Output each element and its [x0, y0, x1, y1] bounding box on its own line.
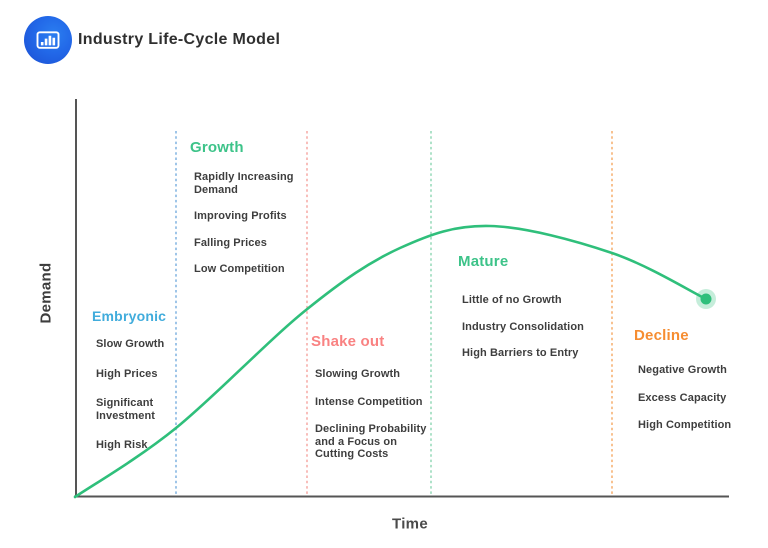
phase-item: High Barriers to Entry	[462, 347, 579, 359]
x-axis-label: Time	[392, 515, 428, 533]
phase-title-mature: Mature	[458, 253, 509, 270]
phase-item: Low Competition	[194, 263, 285, 275]
phase-item: Slow Growth	[96, 338, 165, 350]
app-logo	[24, 16, 72, 64]
phase-item: High Prices	[96, 367, 158, 380]
demand-curve	[73, 224, 708, 499]
curve-endpoint-dot	[700, 293, 712, 305]
phase-decline: Decline Negative Growth Excess Capacity …	[634, 327, 736, 447]
phase-item: Declining Probability and a Focus on Cut…	[315, 423, 427, 460]
phase-embryonic: Embryonic Slow Growth High Prices Signif…	[92, 308, 176, 469]
phase-item: High Competition	[638, 419, 732, 431]
phase-item: Excess Capacity	[638, 391, 727, 404]
phase-growth: Growth Rapidly Increasing Demand Improvi…	[190, 139, 302, 290]
phase-item: High Risk	[96, 439, 148, 451]
phase-item: Falling Prices	[194, 236, 267, 249]
phase-item: Industry Consolidation	[462, 320, 584, 333]
bar-chart-icon	[36, 31, 60, 49]
phase-item: Slowing Growth	[315, 368, 401, 380]
phase-shakeout: Shake out Slowing Growth Intense Competi…	[311, 333, 443, 476]
phase-item: Rapidly Increasing Demand	[194, 171, 294, 196]
phase-title-growth: Growth	[190, 139, 244, 156]
phase-title-shakeout: Shake out	[311, 333, 385, 350]
phase-item: Improving Profits	[194, 210, 287, 222]
phase-title-embryonic: Embryonic	[92, 308, 167, 324]
phase-item: Significant Investment	[96, 397, 156, 422]
phase-mature: Mature Little of no Growth Industry Cons…	[458, 253, 586, 374]
phase-item: Intense Competition	[315, 395, 423, 408]
phase-item: Negative Growth	[638, 364, 727, 376]
phase-item: Little of no Growth	[462, 294, 562, 306]
y-axis-label: Demand	[37, 262, 55, 324]
phase-title-decline: Decline	[634, 327, 689, 344]
page-title: Industry Life-Cycle Model	[78, 31, 281, 48]
